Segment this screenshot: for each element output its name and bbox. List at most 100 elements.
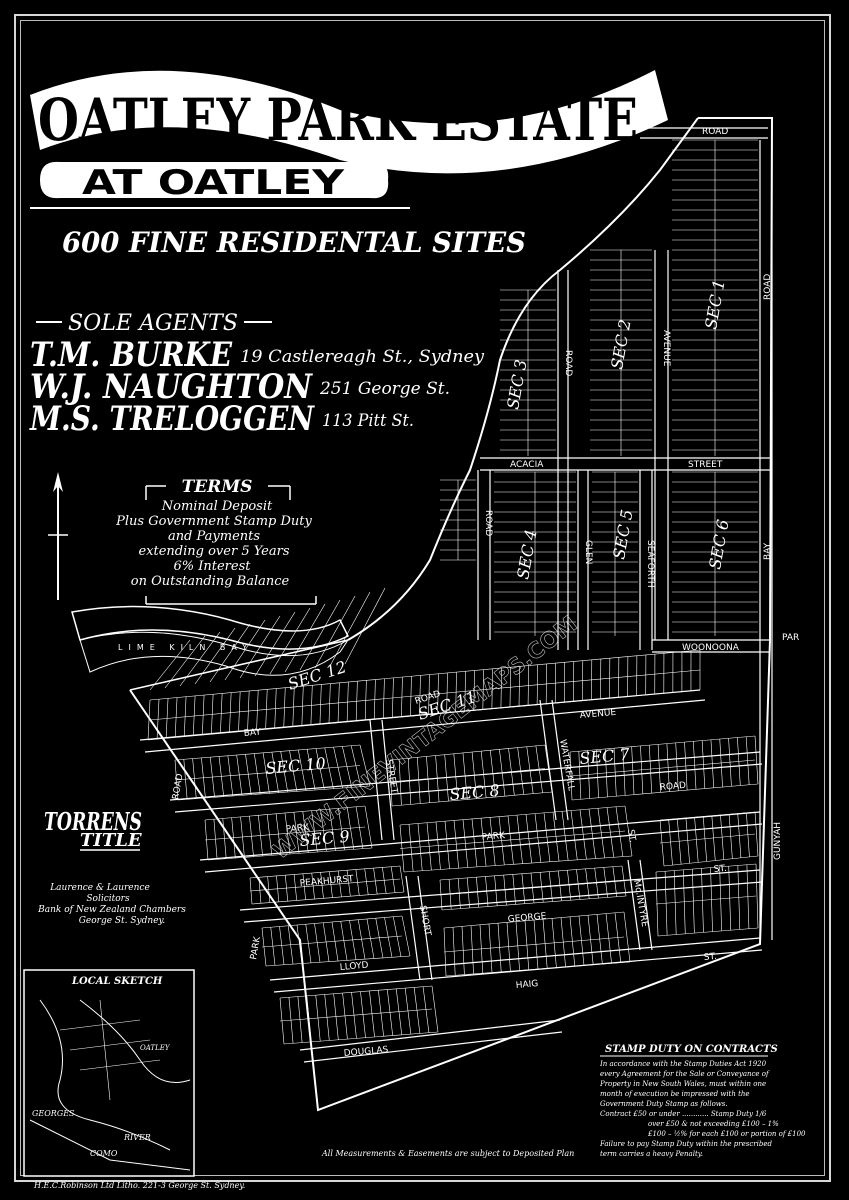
local-sketch-title: LOCAL SKETCH — [71, 976, 163, 987]
street-label-street: STREET — [688, 460, 723, 470]
agents-heading: SOLE AGENTS — [68, 311, 238, 336]
agents-block: SOLE AGENTS T.M. BURKE 19 Castlereagh St… — [29, 311, 484, 439]
sketch-label-georges: GEORGES — [32, 1109, 75, 1118]
street-label-glen: GLEN — [583, 540, 593, 564]
water-label: LIME KILN BAY — [118, 643, 253, 652]
street-label-george: GEORGE — [507, 912, 547, 925]
street-label-st-mcintyre: ST. — [625, 829, 637, 844]
terms-line-3: and Payments — [168, 529, 260, 544]
title-text: OATLEY PARK ESTATE — [38, 86, 638, 154]
street-label-douglas: DOUGLAS — [343, 1045, 389, 1059]
stamp-duty-line-1: In accordance with the Stamp Duties Act … — [599, 1060, 767, 1068]
inner-border — [20, 20, 825, 1176]
section-label-7: SEC 7 — [579, 745, 631, 768]
stamp-duty-line-6: Contract £50 or under ............ Stamp… — [600, 1110, 767, 1118]
street-label-park-sw: PARK — [249, 935, 263, 961]
tagline-text: 600 FINE RESIDENTAL SITES — [62, 226, 526, 259]
street-label-lloyd: LLOYD — [339, 961, 369, 973]
section-label-4: SEC 4 — [513, 528, 540, 581]
street-label-park-mid: PARK — [481, 831, 506, 843]
agent-name-2: W.J. NAUGHTON — [30, 367, 314, 407]
street-label-park-w: PARK — [285, 823, 310, 835]
street-label-bay-east: BAY — [763, 542, 773, 560]
lot-grid — [147, 139, 759, 1045]
street-label-road-sec4: ROAD — [483, 510, 493, 536]
subtitle-text: AT OATLEY — [82, 163, 344, 203]
printer-credit: H.E.C.Robinson Ltd Litho. 221-3 George S… — [33, 1181, 245, 1190]
section-label-6: SEC 6 — [705, 518, 732, 571]
street-label-seaforth: SEAFORTH — [645, 540, 655, 588]
terms-line-4: extending over 5 Years — [138, 544, 289, 559]
stamp-duty-line-10: term carries a heavy Penalty. — [600, 1150, 703, 1158]
torrens-line-2: TITLE — [80, 830, 142, 851]
street-label-short: SHORT — [417, 905, 432, 937]
stamp-duty-line-3: Property in New South Wales, must within… — [599, 1080, 766, 1088]
street-label-peakhurst: PEAKHURST — [299, 874, 354, 889]
local-sketch: LOCAL SKETCH GEORGES COMO RIVER OATLEY — [23, 969, 195, 1177]
torrens-title: TORRENS TITLE — [44, 807, 142, 851]
street-label-road-sec7: ROAD — [659, 781, 686, 793]
street-label-st-east: ST. — [713, 864, 727, 875]
section-label-2: SEC 2 — [607, 318, 634, 371]
agent-name-3: M.S. TRELOGGEN — [29, 399, 315, 439]
solicitors-line-3: Bank of New Zealand Chambers — [37, 905, 186, 915]
agent-name-1: T.M. BURKE — [30, 335, 233, 375]
street-label-woonoona: WOONOONA — [682, 643, 740, 653]
street-label-waterfall: WATERFALL — [557, 739, 576, 792]
terms-line-2: Plus Government Stamp Duty — [115, 514, 312, 529]
lime-kiln-bay: LIME KILN BAY — [71, 605, 350, 676]
street-label-road-east: ROAD — [763, 274, 773, 300]
agent-address-1: 19 Castlereagh St., Sydney — [240, 347, 484, 367]
terms-block: TERMS Nominal Deposit Plus Government St… — [115, 477, 317, 605]
street-label-bay: BAY — [243, 727, 261, 738]
section-label-5: SEC 5 — [609, 508, 636, 561]
section-label-8: SEC 8 — [449, 781, 501, 804]
north-arrow-icon — [48, 472, 68, 600]
section-label-10: SEC 10 — [265, 754, 327, 778]
outer-border — [14, 14, 831, 1182]
watermark-text: WWW.FINEVINTAGEMAPS.COM — [268, 612, 582, 865]
agent-address-2: 251 George St. — [319, 379, 450, 399]
solicitors-line-2: Solicitors — [86, 894, 130, 904]
street-label-acacia: ACACIA — [510, 460, 544, 470]
title-banner: OATLEY PARK ESTATE AT OATLEY — [30, 70, 668, 209]
terms-line-1: Nominal Deposit — [161, 499, 273, 514]
measurements-note: All Measurements & Easements are subject… — [321, 1149, 574, 1158]
section-label-3: SEC 3 — [503, 358, 530, 411]
streets — [139, 127, 773, 1063]
solicitors-line-4: George St. Sydney. — [79, 916, 166, 926]
agent-address-3: 113 Pitt St. — [322, 411, 414, 431]
street-labels: ROAD ROAD AVENUE ROAD ACACIA STREET ROAD… — [171, 127, 799, 1059]
stamp-duty-line-9: Failure to pay Stamp Duty within the pre… — [599, 1140, 772, 1148]
section-label-1: SEC 1 — [701, 278, 728, 331]
sketch-label-river: RIVER — [123, 1133, 151, 1142]
street-label-haig: HAIG — [515, 979, 538, 991]
solicitors-block: Laurence & Laurence Solicitors Bank of N… — [37, 883, 186, 926]
section-label-9: SEC 9 — [299, 827, 351, 850]
terms-heading: TERMS — [182, 477, 253, 497]
street-label-avenue: AVENUE — [661, 330, 671, 367]
solicitors-line-1: Laurence & Laurence — [49, 883, 150, 893]
stamp-duty-line-2: every Agreement for the Sale or Conveyan… — [600, 1070, 770, 1078]
stamp-duty-block: STAMP DUTY ON CONTRACTS In accordance wi… — [599, 1044, 806, 1158]
sketch-label-oatley: OATLEY — [140, 1044, 171, 1052]
stamp-duty-line-5: Government Duty Stamp as follows. — [600, 1100, 728, 1108]
sketch-label-como: COMO — [90, 1149, 118, 1158]
stamp-duty-line-8: £100 – ½% for each £100 or portion of £1… — [647, 1130, 806, 1138]
stamp-duty-line-7: over £50 & not exceeding £100 – 1% — [648, 1120, 779, 1128]
torrens-line-1: TORRENS — [44, 807, 142, 836]
street-label-st-haig: ST. — [703, 952, 717, 963]
street-label-road-sec3: ROAD — [563, 350, 573, 376]
street-label-road-west: ROAD — [171, 773, 185, 801]
street-label-avenue-mid: AVENUE — [579, 708, 616, 721]
stamp-duty-title: STAMP DUTY ON CONTRACTS — [605, 1044, 778, 1055]
terms-line-5: 6% Interest — [174, 559, 252, 574]
street-label-par: PAR — [782, 633, 799, 643]
street-label-gunyah: GUNYAH — [773, 822, 783, 860]
stamp-duty-line-4: month of execution be impressed with the — [600, 1090, 750, 1098]
estate-boundary — [129, 117, 774, 1112]
terms-line-6: on Outstanding Balance — [131, 574, 290, 589]
street-label-road-top: ROAD — [702, 127, 728, 137]
